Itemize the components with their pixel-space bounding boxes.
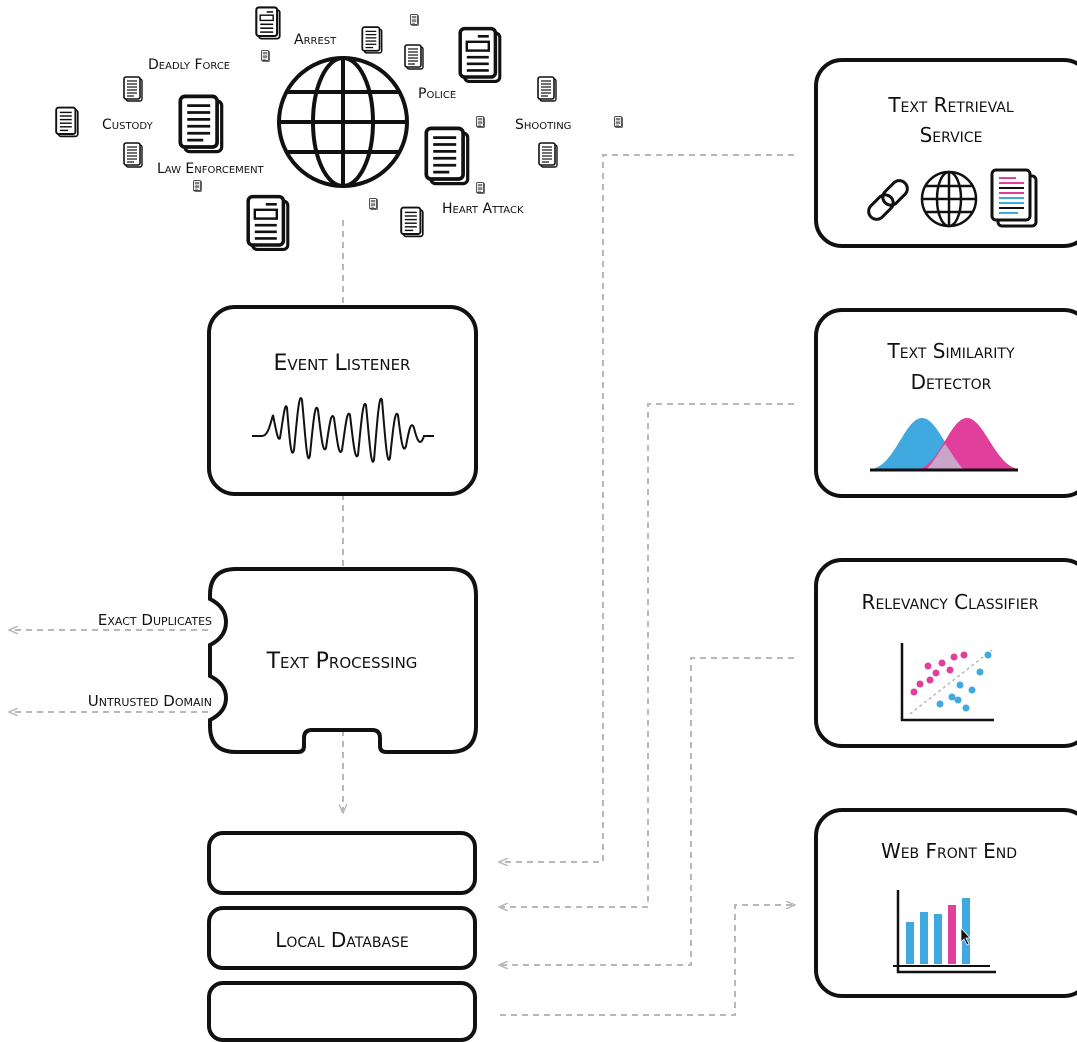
document-icon xyxy=(123,142,143,168)
link-icon xyxy=(867,179,909,221)
connector-classifier xyxy=(500,657,794,965)
document-icon xyxy=(538,142,558,168)
colored-document-icon xyxy=(990,168,1038,228)
document-icon xyxy=(614,116,623,128)
document-icon xyxy=(458,26,502,84)
connector-retrieval xyxy=(500,154,794,862)
document-icon xyxy=(404,44,424,70)
text-similarity-detector-box: Text Similarity Detector xyxy=(814,308,1077,498)
keyword-arrest: Arrest xyxy=(294,32,337,48)
document-icon xyxy=(255,6,281,40)
document-icon xyxy=(410,14,419,26)
local-database-label: Local Database xyxy=(275,928,409,952)
globe-icon xyxy=(277,56,409,188)
distribution-overlap xyxy=(927,444,963,469)
document-icon xyxy=(476,182,485,194)
untrusted-domain-label: Untrusted Domain xyxy=(88,692,212,710)
document-icon xyxy=(424,126,470,186)
globe-small-icon xyxy=(920,170,978,228)
local-database xyxy=(207,831,477,1042)
scatter-plot-icon xyxy=(900,643,994,722)
connector-similarity xyxy=(500,403,794,907)
waveform-icon xyxy=(252,397,434,463)
bar-chart-icon xyxy=(893,890,996,974)
keyword-custody: Custody xyxy=(102,117,154,133)
document-icon xyxy=(55,106,79,138)
keyword-law-enforcement: Law Enforcement xyxy=(157,161,265,177)
pipeline-connectors xyxy=(10,154,794,1016)
document-icon xyxy=(476,116,485,128)
web-front-end-box: Web Front End xyxy=(814,808,1077,998)
document-icon xyxy=(537,76,557,102)
keyword-police: Police xyxy=(418,86,456,102)
text-retrieval-service-box: Text Retrieval Service xyxy=(814,58,1077,248)
retrieval-title-line2: Service xyxy=(920,123,983,147)
keyword-heart-attack: Heart Attack xyxy=(442,201,524,217)
document-icon xyxy=(123,76,143,102)
similarity-title-line1: Text Similarity xyxy=(886,339,1014,363)
document-icon xyxy=(193,180,202,192)
frontend-title: Web Front End xyxy=(881,839,1017,863)
cursor-icon xyxy=(960,926,971,946)
document-icon xyxy=(246,194,290,252)
document-icon xyxy=(369,198,378,210)
document-icon xyxy=(361,26,383,54)
event-listener-title: Event Listener xyxy=(274,351,411,376)
relevancy-classifier-box: Relevancy Classifier xyxy=(814,558,1077,748)
classifier-title: Relevancy Classifier xyxy=(862,590,1039,614)
keyword-shooting: Shooting xyxy=(515,117,571,133)
text-processing-box xyxy=(208,567,478,754)
keyword-deadly-force: Deadly Force xyxy=(148,57,230,73)
exact-duplicates-label: Exact Duplicates xyxy=(98,611,212,629)
connector-frontend xyxy=(500,905,794,1016)
text-processing-title: Text Processing xyxy=(266,649,418,674)
similarity-title-line2: Detector xyxy=(911,370,992,394)
event-listener-box: Event Listener xyxy=(207,305,478,496)
document-icon xyxy=(261,50,270,62)
retrieval-title-line1: Text Retrieval xyxy=(887,93,1014,117)
document-icon xyxy=(178,94,224,154)
document-icon xyxy=(400,206,424,238)
